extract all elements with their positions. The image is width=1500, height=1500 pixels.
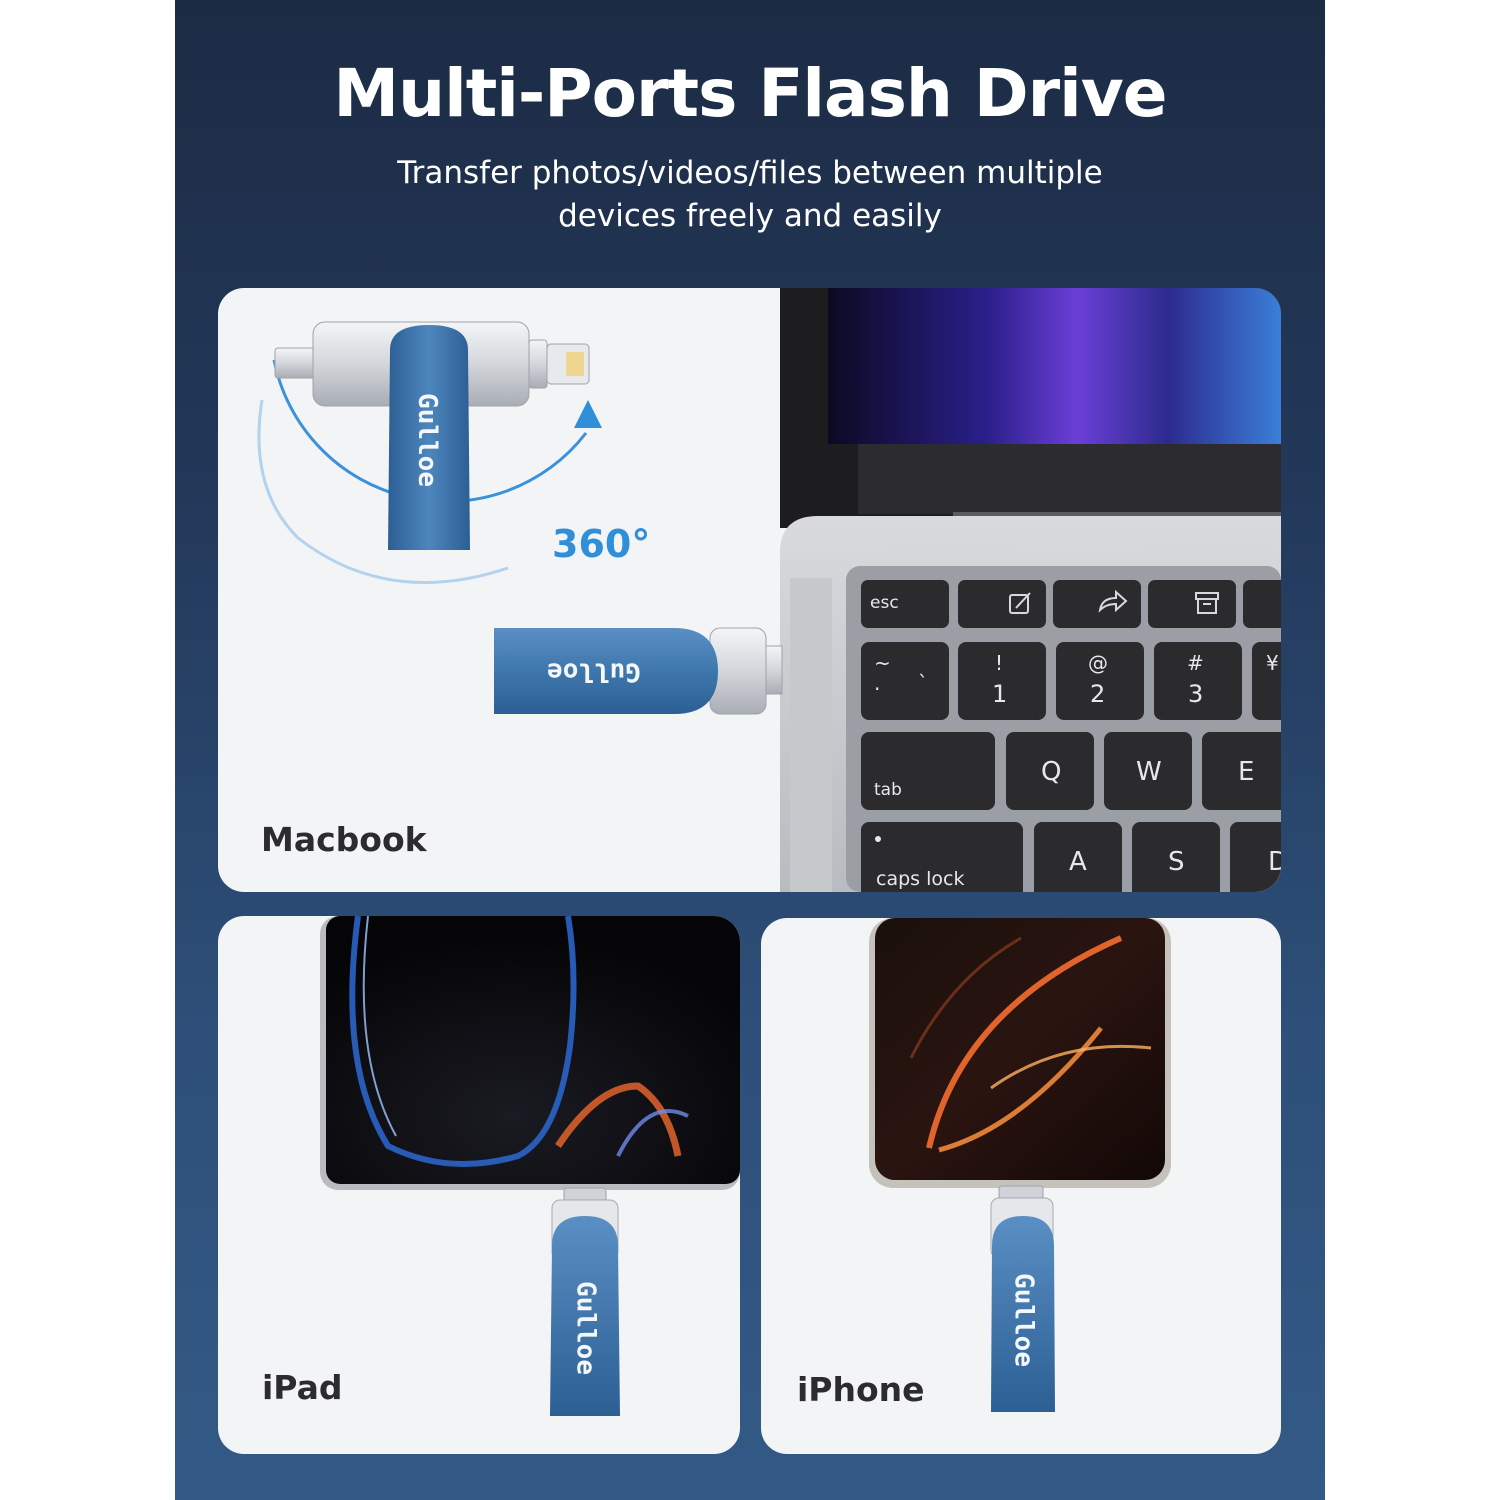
key-4	[1252, 642, 1281, 720]
macbook-label: Macbook	[261, 820, 427, 859]
key-1-label: 1	[992, 680, 1007, 708]
iphone-label: iPhone	[797, 1370, 925, 1409]
brand-label-iphone: Gulloe	[1009, 1273, 1039, 1367]
laptop-bezel-reflection	[858, 444, 1281, 514]
drive-cap-horizontal	[494, 628, 718, 714]
key-w	[1104, 732, 1192, 810]
product-poster: Multi-Ports Flash Drive Transfer photos/…	[175, 0, 1325, 1500]
key-at-label: @	[1088, 651, 1108, 675]
key-excl-label: !	[995, 651, 1003, 675]
macbook-illustration: esc ~ · ` ! 1 @ 2 # 3 ¥ tab	[257, 288, 1281, 892]
key-tilde	[861, 642, 949, 720]
key-q-label: Q	[1041, 757, 1061, 787]
right-margin	[1325, 0, 1500, 1500]
key-q	[1006, 732, 1094, 810]
page-subtitle: Transfer photos/videos/files between mul…	[350, 152, 1150, 238]
archive-icon	[1195, 592, 1219, 614]
key-caps-label: caps lock	[876, 868, 964, 890]
iphone-screen	[875, 918, 1165, 1180]
left-margin	[0, 0, 175, 1500]
key-d-label: D	[1268, 847, 1281, 877]
key-f3	[1148, 580, 1236, 628]
subtitle-line-2: devices freely and easily	[558, 198, 942, 234]
key-tab	[861, 732, 995, 810]
key-f4	[1243, 580, 1281, 628]
brand-label-horizontal: Gulloe	[547, 657, 641, 687]
flash-drive-vertical: Gulloe	[274, 321, 590, 550]
key-tilde-label: ~	[874, 651, 891, 675]
key-w-label: W	[1136, 757, 1162, 787]
key-tab-label: tab	[874, 780, 902, 800]
key-2	[1056, 642, 1144, 720]
key-dot-label: ·	[874, 677, 880, 701]
key-3-label: 3	[1188, 680, 1203, 708]
key-3	[1154, 642, 1242, 720]
key-s-label: S	[1168, 847, 1185, 877]
key-backtick-label: `	[918, 671, 928, 695]
key-e-label: E	[1238, 757, 1254, 787]
key-d	[1230, 822, 1281, 892]
key-1	[958, 642, 1046, 720]
share-icon	[1098, 589, 1128, 613]
ipad-illustration: Gulloe	[320, 916, 740, 1416]
caps-lock-indicator	[875, 836, 881, 842]
key-esc-label: esc	[870, 593, 899, 613]
key-yen-label: ¥	[1266, 651, 1279, 675]
iphone-illustration: Gulloe	[869, 918, 1171, 1412]
subtitle-line-1: Transfer photos/videos/files between mul…	[397, 155, 1103, 191]
key-esc	[861, 580, 949, 628]
key-a	[1034, 822, 1122, 892]
compose-icon	[1009, 592, 1031, 614]
key-hash-label: #	[1187, 651, 1204, 675]
key-a-label: A	[1069, 847, 1087, 877]
brand-label-ipad: Gulloe	[571, 1281, 601, 1375]
ipad-screen	[326, 916, 740, 1184]
key-e	[1202, 732, 1281, 810]
ipad-label: iPad	[262, 1368, 343, 1407]
key-2-label: 2	[1090, 680, 1105, 708]
laptop-screen	[828, 288, 1281, 444]
ipad-card: Gulloe iPad	[218, 916, 740, 1454]
rotation-degree: 360°	[552, 522, 651, 566]
iphone-card: Gulloe iPhone	[761, 918, 1281, 1454]
key-f2	[1053, 580, 1141, 628]
ipad-drive-cap	[550, 1216, 620, 1416]
flash-drive-horizontal: Gulloe	[494, 627, 783, 715]
key-s	[1132, 822, 1220, 892]
key-f1	[958, 580, 1046, 628]
page-title: Multi-Ports Flash Drive	[333, 55, 1167, 132]
key-caps	[861, 822, 1023, 892]
iphone-drive-cap	[991, 1216, 1055, 1412]
macbook-card: esc ~ · ` ! 1 @ 2 # 3 ¥ tab	[218, 288, 1281, 892]
drive-cap-vertical	[388, 325, 470, 550]
speaker-grille	[790, 578, 832, 892]
brand-label-vertical: Gulloe	[412, 393, 442, 487]
